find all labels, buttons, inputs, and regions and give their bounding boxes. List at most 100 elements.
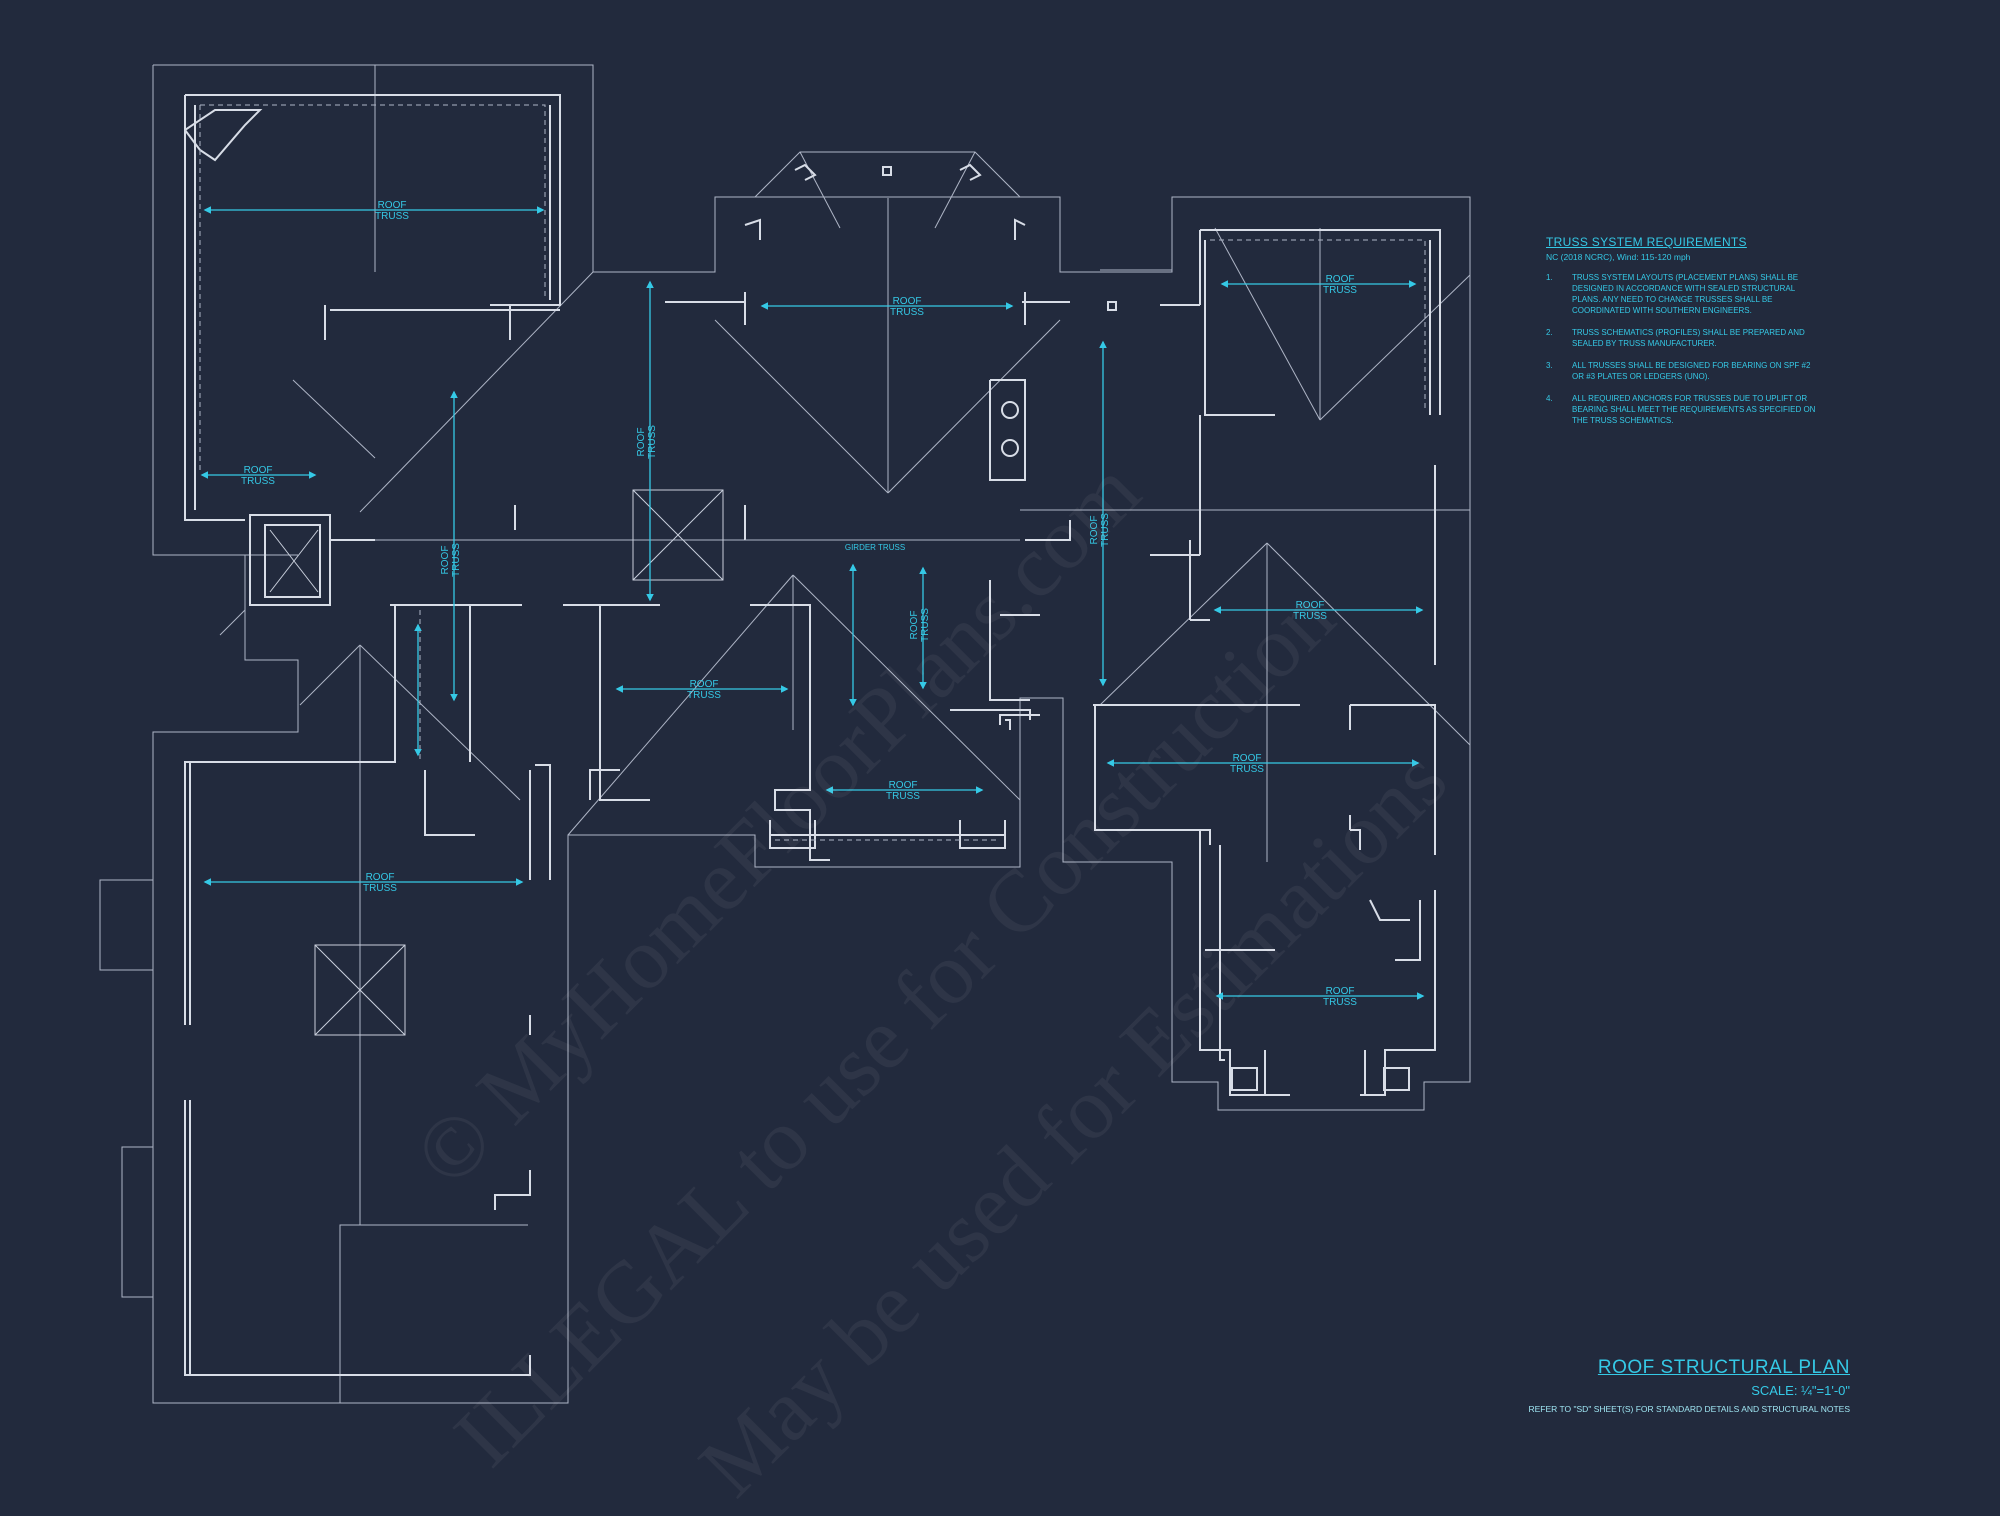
truss-labels: ROOFTRUSSROOFTRUSSROOFTRUSSROOFTRUSSROOF…: [241, 200, 1357, 1008]
truss-label-text: TRUSS: [1293, 611, 1327, 622]
arrow-head: [414, 623, 422, 631]
arrow-head: [849, 699, 857, 707]
truss-label: GIRDER TRUSS: [845, 543, 905, 552]
arrow-head: [200, 471, 208, 479]
plan-reference-note: REFER TO "SD" SHEET(S) FOR STANDARD DETA…: [1528, 1404, 1850, 1414]
arrow-head: [1412, 759, 1420, 767]
arrow-head: [849, 563, 857, 571]
arrow-head: [781, 685, 789, 693]
truss-label-text: TRUSS: [363, 883, 397, 894]
truss-label-text: ROOF: [1326, 986, 1355, 997]
arrow-head: [825, 786, 833, 794]
arrow-head: [203, 206, 211, 214]
notes-heading: TRUSS SYSTEM REQUIREMENTS: [1546, 235, 1747, 249]
arrow-head: [1099, 340, 1107, 348]
arrow-head: [1006, 302, 1014, 310]
truss-direction-arrows: [200, 206, 1425, 1000]
truss-label-text: ROOF: [636, 428, 647, 457]
note-number: 1.: [1546, 273, 1553, 282]
plan-scale: SCALE: ¼"=1'-0": [1751, 1383, 1850, 1398]
arrow-head: [1213, 606, 1221, 614]
truss-label-text: ROOF: [1233, 753, 1262, 764]
arrow-head: [516, 878, 524, 886]
note-item: 3. ALL TRUSSES SHALL BE DESIGNED FOR BEAR…: [1546, 360, 1816, 382]
truss-label-text: TRUSS: [451, 543, 462, 577]
note-number: 2.: [1546, 328, 1553, 337]
truss-label-text: ROOF: [244, 465, 273, 476]
arrow-head: [450, 694, 458, 702]
truss-label-text: ROOF: [366, 872, 395, 883]
note-item: 1.TRUSS SYSTEM LAYOUTS (PLACEMENT PLANS)…: [1546, 272, 1816, 316]
note-item: 2. TRUSS SCHEMATICS (PROFILES) SHALL BE P…: [1546, 327, 1816, 349]
arrow-head: [450, 390, 458, 398]
truss-label-text: ROOF: [1296, 600, 1325, 611]
wall-lines: [184, 94, 1441, 1376]
arrow-head: [537, 206, 545, 214]
truss-label-text: TRUSS: [890, 307, 924, 318]
arrow-head: [1106, 759, 1114, 767]
arrow-head: [976, 786, 984, 794]
truss-label-text: ROOF: [889, 780, 918, 791]
truss-label-text: TRUSS: [886, 791, 920, 802]
note-number: 4.: [1546, 394, 1553, 403]
arrow-head: [203, 878, 211, 886]
truss-label-text: TRUSS: [687, 690, 721, 701]
truss-label-text: ROOF: [378, 200, 407, 211]
plan-title-block: ROOF STRUCTURAL PLAN SCALE: ¼"=1'-0" REF…: [1528, 1357, 1850, 1414]
arrow-head: [646, 594, 654, 602]
truss-label-text: ROOF: [893, 296, 922, 307]
truss-label-text: TRUSS: [920, 608, 931, 642]
truss-label-text: TRUSS: [1100, 513, 1111, 547]
note-text: ALL REQUIRED ANCHORS FOR TRUSSES DUE TO …: [1572, 394, 1816, 425]
arrow-head: [919, 566, 927, 574]
truss-label-text: TRUSS: [647, 425, 658, 459]
note-number: 3.: [1546, 361, 1553, 370]
truss-label-text: TRUSS: [375, 211, 409, 222]
arrow-head: [1220, 280, 1228, 288]
truss-label-text: ROOF: [1326, 274, 1355, 285]
truss-requirements-notes: TRUSS SYSTEM REQUIREMENTS NC (2018 NCRC)…: [1546, 235, 1816, 437]
truss-label-text: ROOF: [1089, 516, 1100, 545]
arrow-head: [615, 685, 623, 693]
skylights: [269, 489, 724, 1036]
truss-label-text: TRUSS: [1323, 285, 1357, 296]
truss-label-text: ROOF: [909, 611, 920, 640]
arrow-head: [309, 471, 317, 479]
arrow-head: [1416, 606, 1424, 614]
arrow-head: [919, 682, 927, 690]
truss-label-text: ROOF: [440, 546, 451, 575]
arrow-head: [760, 302, 768, 310]
truss-label-text: TRUSS: [1230, 764, 1264, 775]
roof-outline: [99, 64, 1471, 1404]
plan-title: ROOF STRUCTURAL PLAN: [1597, 1357, 1850, 1378]
truss-label-text: TRUSS: [241, 476, 275, 487]
note-item: 4. ALL REQUIRED ANCHORS FOR TRUSSES DUE T…: [1546, 393, 1816, 426]
arrow-head: [1215, 992, 1223, 1000]
arrow-head: [1099, 679, 1107, 687]
arrow-head: [1409, 280, 1417, 288]
arrow-head: [1417, 992, 1425, 1000]
dashed-lines: [199, 104, 1426, 841]
arrow-head: [414, 749, 422, 757]
note-text: ALL TRUSSES SHALL BE DESIGNED FOR BEARIN…: [1572, 361, 1811, 381]
note-text: TRUSS SCHEMATICS (PROFILES) SHALL BE PRE…: [1572, 328, 1805, 348]
arrow-head: [646, 280, 654, 288]
notes-subheading: NC (2018 NCRC), Wind: 115-120 mph: [1546, 252, 1691, 262]
truss-label-text: GIRDER TRUSS: [845, 543, 905, 552]
truss-label-text: ROOF: [690, 679, 719, 690]
